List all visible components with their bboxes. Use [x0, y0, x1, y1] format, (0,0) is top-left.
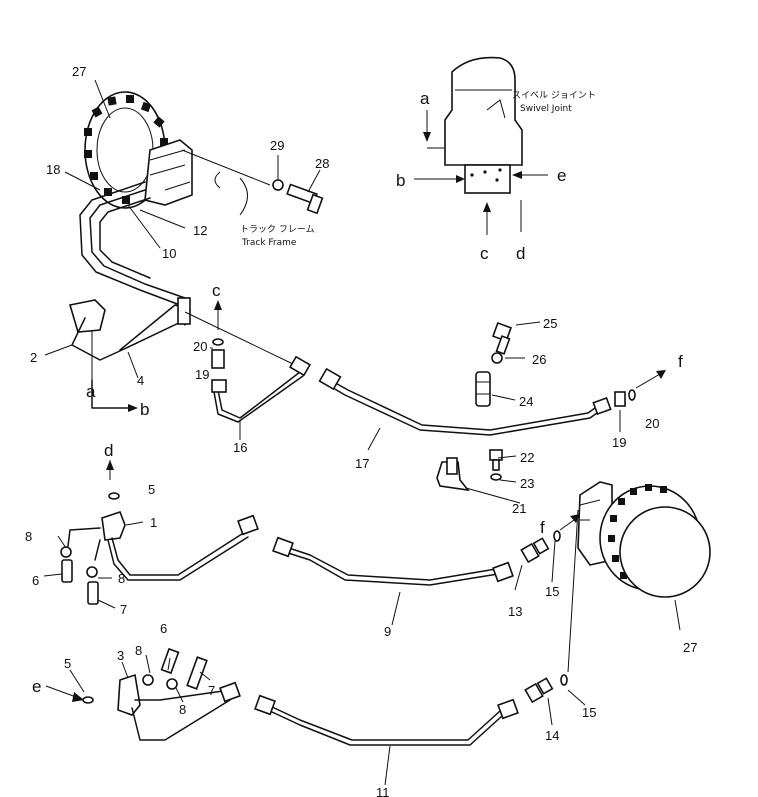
label-28: 28: [315, 156, 329, 171]
label-15-b: 15: [582, 705, 596, 720]
valve-block-3: [117, 673, 241, 741]
swivel-joint-note-jp: スイベル ジョイント: [512, 91, 596, 101]
label-6-a: 6: [32, 573, 39, 588]
label-13: 13: [508, 604, 522, 619]
letter-e-low: e: [32, 677, 41, 696]
label-22: 22: [520, 450, 534, 465]
letter-f-mid: f: [540, 518, 545, 537]
label-6-b: 6: [160, 621, 167, 636]
label-11: 11: [376, 785, 390, 797]
connection-letters: a b e c d a b c d e f f: [32, 89, 683, 696]
label-17: 17: [355, 456, 369, 471]
label-27-top: 27: [72, 64, 86, 79]
adapter-14: [524, 677, 554, 704]
left-valve-block: [68, 297, 191, 361]
letter-d-mid: d: [104, 441, 113, 460]
letter-b-swivel: b: [396, 171, 405, 190]
label-8-b: 8: [118, 571, 125, 586]
label-5-low: 5: [64, 656, 71, 671]
label-7-a: 7: [120, 602, 127, 617]
label-8-d: 8: [179, 702, 186, 717]
letter-a-left: a: [86, 382, 96, 401]
letter-c-mid: c: [212, 281, 221, 300]
valve-block-1: [67, 510, 259, 581]
label-8-c: 8: [135, 643, 142, 658]
label-15-a: 15: [545, 584, 559, 599]
label-18: 18: [46, 162, 60, 177]
label-4: 4: [137, 373, 144, 388]
label-20-right: 20: [645, 416, 659, 431]
label-24: 24: [519, 394, 533, 409]
label-14: 14: [545, 728, 559, 743]
label-8-a: 8: [25, 529, 32, 544]
clamp-21-23: [436, 449, 503, 492]
letter-a-swivel: a: [420, 89, 430, 108]
letter-d-swivel: d: [516, 244, 525, 263]
label-21: 21: [512, 501, 526, 516]
bolt-28: [286, 183, 324, 215]
letter-b-left: b: [140, 400, 149, 419]
label-9: 9: [384, 624, 391, 639]
letter-e-swivel: e: [557, 166, 566, 185]
fittings-24-26: [475, 322, 512, 407]
label-26: 26: [532, 352, 546, 367]
label-2: 2: [30, 350, 37, 365]
adapter-13: [520, 537, 550, 564]
swivel-joint: [444, 56, 523, 194]
letter-f-right: f: [678, 352, 683, 371]
notes: スイベル ジョイント Swivel Joint トラック フレーム Track …: [240, 91, 596, 248]
label-5-top: 5: [148, 482, 155, 497]
letter-c-swivel: c: [480, 244, 489, 263]
label-3: 3: [117, 648, 124, 663]
label-16: 16: [233, 440, 247, 455]
label-19-left: 19: [195, 367, 209, 382]
label-20-left: 20: [193, 339, 207, 354]
travel-motor-right: [577, 481, 711, 598]
travel-motor-top: [84, 91, 193, 209]
track-frame-note-jp: トラック フレーム: [240, 224, 315, 235]
label-7-b: 7: [208, 683, 215, 698]
label-1: 1: [150, 515, 157, 530]
label-25: 25: [543, 316, 557, 331]
label-29: 29: [270, 138, 284, 153]
track-frame-note-en: Track Frame: [241, 238, 297, 248]
label-23: 23: [520, 476, 534, 491]
label-12: 12: [193, 223, 207, 238]
label-19-right: 19: [612, 435, 626, 450]
part-number-labels: 27 18 29 28 12 10 2 4 20 19 16 17 25 26 …: [25, 64, 697, 797]
label-27-right: 27: [683, 640, 697, 655]
label-10: 10: [162, 246, 176, 261]
swivel-joint-note-en: Swivel Joint: [520, 104, 572, 114]
